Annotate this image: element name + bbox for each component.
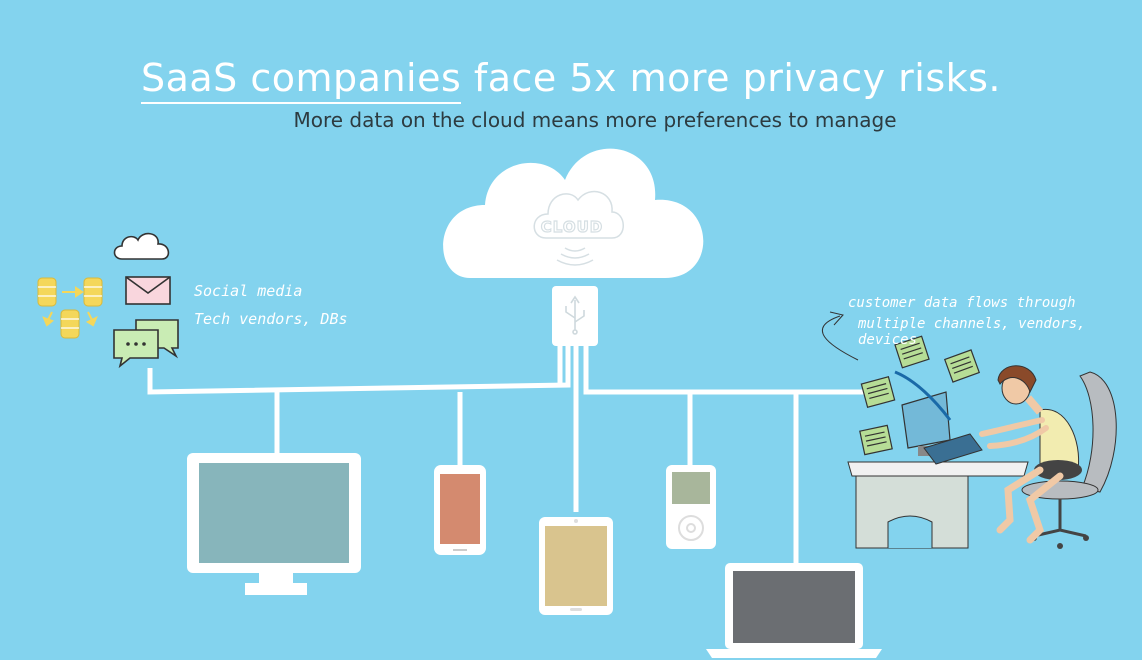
office-worker-illustration — [847, 365, 1117, 549]
data-flow-note-line1: customer data flows through — [848, 295, 1076, 311]
title-rest: face 5x more privacy risks. — [461, 56, 1002, 100]
smartphone — [434, 465, 486, 555]
tablet — [539, 517, 613, 615]
main-cloud: CLOUD — [443, 148, 704, 278]
mail-icon — [125, 276, 171, 305]
desktop-monitor — [187, 453, 361, 595]
page-subtitle: More data on the cloud means more prefer… — [293, 108, 897, 132]
connection-lines — [147, 345, 870, 563]
cloud-outline-icon — [113, 232, 170, 260]
music-player — [666, 465, 716, 549]
laptop — [706, 563, 882, 658]
cloud-label: CLOUD — [541, 218, 603, 236]
page-title: SaaS companies face 5x more privacy risk… — [0, 56, 1142, 104]
usb-icon — [565, 295, 585, 335]
cloud-logo-icon — [533, 190, 624, 266]
usb-hub — [552, 286, 598, 346]
social-media-label: Social media — [194, 282, 303, 300]
database-icon — [37, 277, 103, 339]
data-documents — [859, 335, 981, 456]
tech-vendors-label: Tech vendors, DBs — [194, 310, 348, 328]
data-flow-note-line2: multiple channels, vendors, devices — [858, 316, 1086, 348]
curved-arrow-icon — [822, 311, 859, 361]
title-highlight: SaaS companies — [140, 56, 462, 104]
chat-icon — [113, 319, 179, 369]
